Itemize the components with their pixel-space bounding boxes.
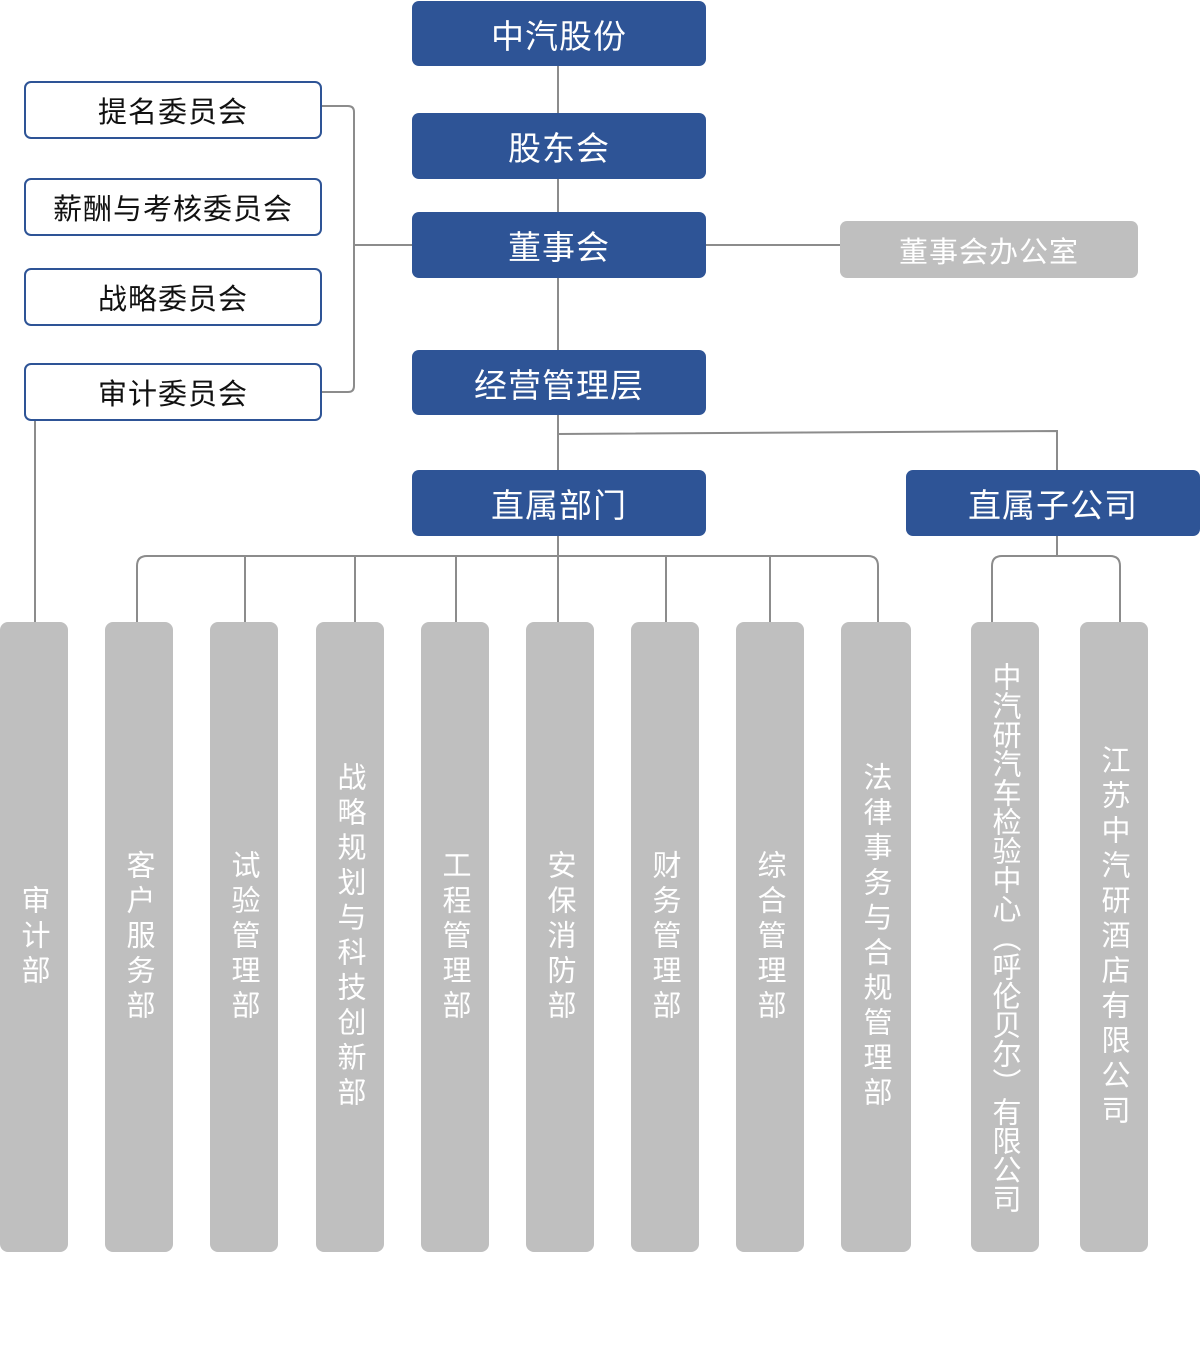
committee-nomination: 提名委员会 [24, 81, 322, 139]
audit-department-column: 审计部 [0, 622, 68, 1252]
department-column: 综合管理部 [736, 622, 804, 1252]
committee-label: 提名委员会 [97, 95, 248, 129]
department-label: 试验管理部 [227, 849, 261, 1025]
department-column: 财务管理部 [631, 622, 699, 1252]
department-label: 综合管理部 [753, 849, 787, 1025]
direct-subsidiaries-label: 直属子公司 [968, 486, 1138, 525]
direct-departments-box: 直属部门 [412, 470, 706, 536]
committee-strategy: 战略委员会 [24, 268, 322, 326]
department-label: 工程管理部 [438, 849, 472, 1025]
direct-departments-label: 直属部门 [491, 486, 627, 525]
management-box: 经营管理层 [412, 350, 706, 415]
committee-label: 战略委员会 [97, 282, 248, 316]
subsidiary-label: 江苏中汽研酒店有限公司 [1097, 744, 1131, 1130]
department-label: 法律事务与合规管理部 [859, 762, 893, 1112]
direct-subsidiaries-box: 直属子公司 [906, 470, 1200, 536]
shareholders-meeting-label: 股东会 [508, 129, 610, 168]
management-label: 经营管理层 [474, 365, 644, 405]
subsidiary-column: 中汽研汽车检验中心（呼伦贝尔）有限公司 [971, 622, 1039, 1252]
board-of-directors-box: 董事会 [412, 212, 706, 278]
committee-compensation: 薪酬与考核委员会 [24, 178, 322, 236]
department-column: 安保消防部 [526, 622, 594, 1252]
company-box: 中汽股份 [412, 1, 706, 66]
department-column: 工程管理部 [421, 622, 489, 1252]
subsidiary-label: 中汽研汽车检验中心（呼伦贝尔）有限公司 [988, 661, 1022, 1213]
department-label: 审计部 [17, 884, 51, 990]
department-label: 财务管理部 [648, 849, 682, 1025]
department-label: 客户服务部 [122, 849, 156, 1025]
department-label: 安保消防部 [543, 849, 577, 1025]
department-column: 试验管理部 [210, 622, 278, 1252]
company-label: 中汽股份 [491, 16, 627, 56]
subsidiary-column: 江苏中汽研酒店有限公司 [1080, 622, 1148, 1252]
board-of-directors-label: 董事会 [508, 228, 610, 267]
committee-label: 薪酬与考核委员会 [52, 192, 293, 226]
shareholders-meeting-box: 股东会 [412, 113, 706, 179]
board-office-box: 董事会办公室 [840, 221, 1138, 278]
committee-audit: 审计委员会 [24, 363, 322, 421]
department-column: 法律事务与合规管理部 [841, 622, 911, 1252]
department-column: 客户服务部 [105, 622, 173, 1252]
board-office-label: 董事会办公室 [898, 234, 1079, 269]
department-label: 战略规划与科技创新部 [333, 762, 367, 1112]
department-column: 战略规划与科技创新部 [316, 622, 384, 1252]
committee-label: 审计委员会 [97, 377, 248, 411]
